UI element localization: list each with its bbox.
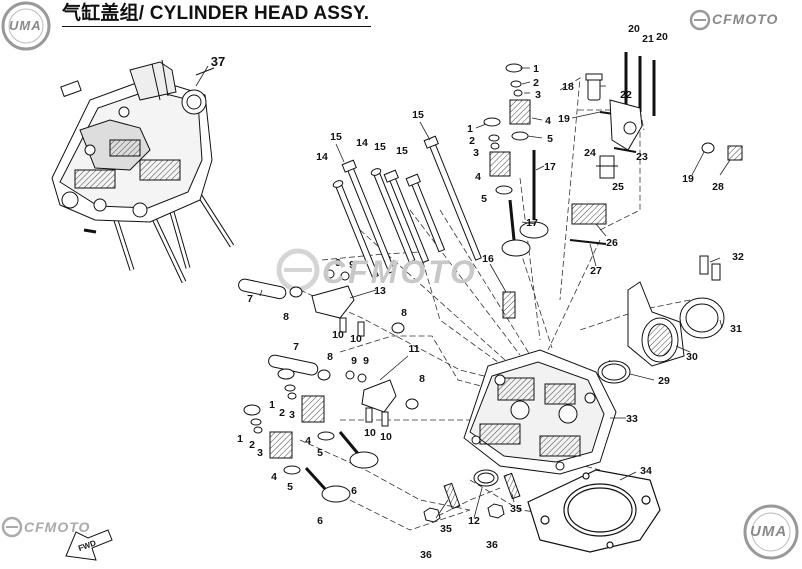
uma-logo-top-text: UMA: [9, 18, 42, 33]
callout-12: 12: [468, 515, 480, 527]
callout-18: 18: [562, 81, 574, 93]
callout-3: 3: [289, 409, 295, 421]
callout-lines: [195, 65, 731, 519]
callout-15: 15: [412, 109, 424, 121]
callout-20: 20: [628, 23, 640, 35]
callout-5: 5: [287, 481, 293, 493]
callout-1: 1: [269, 399, 275, 411]
fwd-arrow: [65, 529, 113, 561]
cfmoto-logo-top-mark: [689, 9, 711, 31]
callout-19: 19: [682, 173, 694, 185]
uma-logo-bottom: [743, 504, 799, 560]
callout-1: 1: [237, 433, 243, 445]
uma-logo-bottom-text: UMA: [750, 523, 788, 540]
callout-1: 1: [467, 123, 473, 135]
callout-33: 33: [626, 413, 638, 425]
callout-14: 14: [356, 137, 368, 149]
callout-30: 30: [686, 351, 698, 363]
callout-8: 8: [419, 373, 425, 385]
valve-train-lower: [243, 368, 379, 503]
callout-37: 37: [211, 54, 225, 69]
callout-7: 7: [247, 293, 253, 305]
callout-3: 3: [257, 447, 263, 459]
rocker-arms: [238, 269, 419, 427]
studs: [423, 469, 521, 523]
callout-35: 35: [440, 523, 452, 535]
callout-15: 15: [374, 141, 386, 153]
cfmoto-logo-bottom-mark: [1, 516, 23, 538]
callout-5: 5: [547, 133, 553, 145]
callout-10: 10: [332, 329, 344, 341]
callout-6: 6: [351, 485, 357, 497]
callout-9: 9: [363, 355, 369, 367]
callout-10: 10: [380, 431, 392, 443]
callout-19: 19: [558, 113, 570, 125]
callout-21: 21: [642, 33, 654, 45]
callout-4: 4: [475, 171, 481, 183]
callout-10: 10: [350, 333, 362, 345]
callout-34: 34: [640, 465, 652, 477]
callout-8: 8: [283, 311, 289, 323]
long-bolts: [332, 135, 482, 279]
callout-36: 36: [420, 549, 432, 561]
callout-13: 13: [374, 285, 386, 297]
page-title: 气缸盖组/ CYLINDER HEAD ASSY.: [62, 2, 372, 27]
callout-35: 35: [510, 503, 522, 515]
callout-27: 27: [590, 265, 602, 277]
callout-16: 16: [482, 253, 494, 265]
callout-2: 2: [279, 407, 285, 419]
callout-1: 1: [533, 63, 539, 75]
uma-logo-top: [1, 1, 51, 51]
callout-28: 28: [712, 181, 724, 193]
callout-23: 23: [636, 151, 648, 163]
valve-train-upper: [483, 63, 549, 257]
callout-14: 14: [316, 151, 328, 163]
callout-2: 2: [533, 77, 539, 89]
callout-9: 9: [335, 257, 341, 269]
callout-26: 26: [606, 237, 618, 249]
callout-31: 31: [730, 323, 742, 335]
callout-2: 2: [249, 439, 255, 451]
callout-17: 17: [544, 161, 556, 173]
thermostat-parts: [569, 52, 743, 245]
callout-17: 17: [526, 217, 538, 229]
spark-plug: [502, 291, 516, 319]
callout-4: 4: [545, 115, 551, 127]
cfmoto-logo-bottom-text: CFMOTO: [24, 519, 91, 535]
callout-9: 9: [351, 355, 357, 367]
cfmoto-logo-top-text: CFMOTO: [712, 11, 779, 27]
callout-29: 29: [658, 375, 670, 387]
callout-6: 6: [317, 515, 323, 527]
callout-24: 24: [584, 147, 596, 159]
callout-5: 5: [317, 447, 323, 459]
callout-32: 32: [732, 251, 744, 263]
cfmoto-watermark-text: CFMOTO: [322, 254, 479, 290]
callout-22: 22: [620, 89, 632, 101]
callout-3: 3: [535, 89, 541, 101]
callout-11: 11: [408, 343, 419, 355]
cylinder-head: [463, 349, 617, 475]
head-gasket: [527, 469, 661, 553]
callout-4: 4: [271, 471, 277, 483]
cfmoto-watermark-mark: [276, 248, 320, 292]
callout-15: 15: [330, 131, 342, 143]
callout-7: 7: [293, 341, 299, 353]
callout-36: 36: [486, 539, 498, 551]
callout-20: 20: [656, 31, 668, 43]
callout-10: 10: [364, 427, 376, 439]
callout-5: 5: [481, 193, 487, 205]
callout-25: 25: [612, 181, 624, 193]
assembled-head-view: [51, 59, 235, 284]
callout-15: 15: [396, 145, 408, 157]
intake-parts: [597, 255, 725, 384]
callout-8: 8: [401, 307, 407, 319]
callout-2: 2: [469, 135, 475, 147]
callout-8: 8: [327, 351, 333, 363]
callout-9: 9: [349, 259, 355, 271]
callout-4: 4: [305, 435, 311, 447]
callout-numbers: 37 1 2 3 4 1 2 3 5 4 17 5 17 15 15 15 14…: [211, 23, 744, 561]
callout-3: 3: [473, 147, 479, 159]
